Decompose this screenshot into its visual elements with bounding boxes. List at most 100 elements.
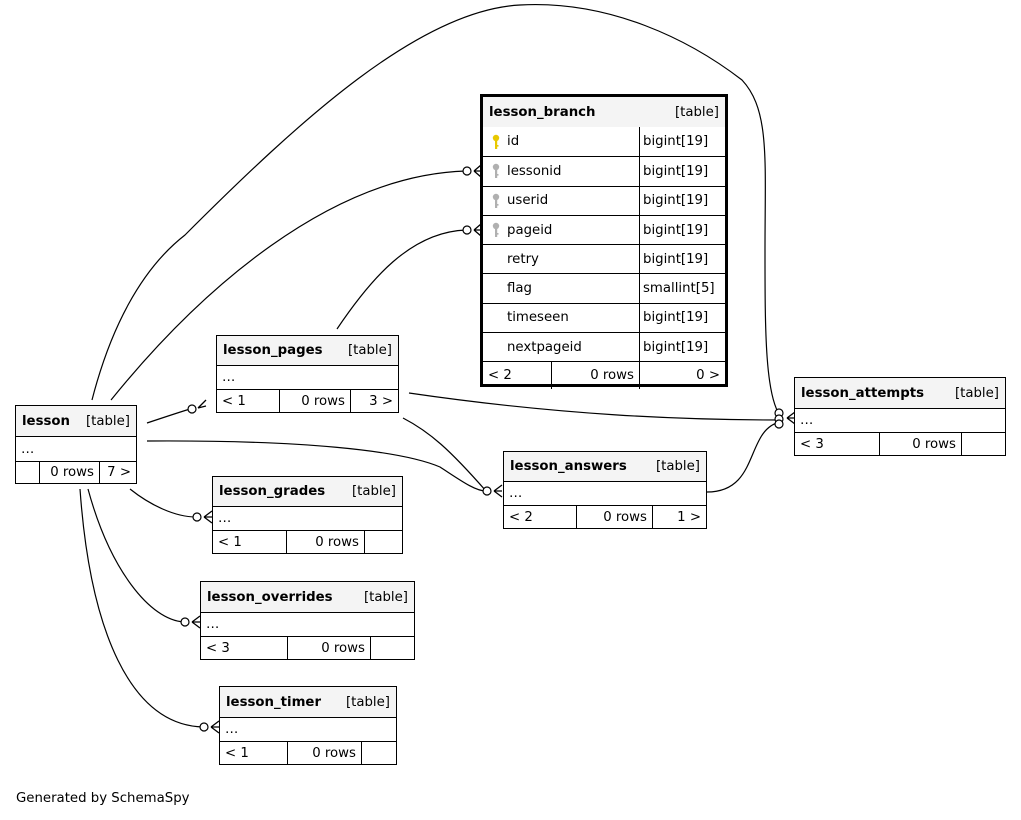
edge-lesson-lesson-grades	[129, 488, 197, 518]
columns-ellipsis: …	[213, 506, 402, 530]
table-name: lesson_pages	[223, 343, 323, 358]
primary-key-icon	[491, 134, 501, 150]
table-footer: < 2 0 rows 1 >	[504, 505, 706, 528]
table-lesson-timer[interactable]: lesson_timer [table] … < 1 0 rows	[219, 686, 397, 765]
edge-lesson-lesson-answers	[146, 440, 487, 492]
column-type: bigint[19]	[639, 215, 725, 245]
column-name: userid	[507, 193, 549, 209]
table-footer: < 1 0 rows	[213, 530, 402, 553]
children-count[interactable]	[364, 531, 402, 553]
table-lesson[interactable]: lesson [table] … 0 rows 7 >	[15, 405, 137, 484]
row-count: 0 rows	[879, 433, 961, 455]
foreign-key-icon	[491, 193, 501, 209]
column-type: bigint[19]	[639, 186, 725, 215]
row-count: 0 rows	[576, 506, 652, 528]
table-type: [table]	[954, 385, 999, 401]
edge-lesson-lesson-branch	[110, 170, 467, 401]
children-count[interactable]	[361, 742, 396, 764]
table-type: [table]	[351, 484, 396, 499]
row-count: 0 rows	[279, 390, 350, 412]
table-header: lesson_branch [table]	[483, 97, 725, 127]
column-name: flag	[507, 281, 532, 297]
edge-lesson-lesson-pages	[146, 408, 191, 424]
parents-count[interactable]: < 3	[800, 436, 824, 452]
row-count: 0 rows	[551, 362, 639, 390]
row-count: 0 rows	[286, 531, 364, 553]
table-name: lesson	[22, 413, 71, 429]
columns-ellipsis: …	[220, 717, 396, 741]
edge-lesson-pages-lesson-branch	[336, 229, 467, 330]
table-lesson-grades[interactable]: lesson_grades [table] … < 1 0 rows	[212, 476, 403, 554]
column-row[interactable]: id bigint[19]	[483, 127, 725, 157]
column-name: pageid	[507, 222, 553, 238]
table-footer: < 3 0 rows	[795, 432, 1005, 455]
column-row[interactable]: lessonid bigint[19]	[483, 156, 725, 186]
edge-lesson-answers-lesson-attempts	[706, 421, 781, 493]
table-name: lesson_grades	[219, 484, 326, 499]
children-count[interactable]: 1 >	[652, 506, 706, 528]
table-header: lesson_pages [table]	[217, 336, 398, 365]
table-footer: < 1 0 rows	[220, 741, 396, 764]
column-name: retry	[507, 251, 539, 267]
footer-credit: Generated by SchemaSpy	[16, 791, 190, 806]
columns-ellipsis: …	[16, 436, 136, 461]
column-type: bigint[19]	[639, 157, 725, 186]
column-name: timeseen	[507, 310, 569, 326]
foreign-key-icon	[491, 163, 501, 179]
column-row[interactable]: userid bigint[19]	[483, 185, 725, 215]
edge-lesson-lesson-timer	[79, 488, 204, 728]
table-header: lesson_grades [table]	[213, 477, 402, 506]
table-type: [table]	[674, 104, 719, 120]
table-header: lesson_answers [table]	[504, 452, 706, 481]
parents-count[interactable]: < 1	[218, 534, 242, 550]
columns-ellipsis: …	[217, 365, 398, 389]
columns-ellipsis: …	[504, 481, 706, 505]
column-name: lessonid	[507, 163, 562, 179]
children-count[interactable]: 7 >	[99, 462, 136, 483]
column-type: bigint[19]	[639, 127, 725, 157]
parents-count[interactable]: < 2	[509, 509, 533, 525]
table-lesson-pages[interactable]: lesson_pages [table] … < 1 0 rows 3 >	[216, 335, 399, 413]
table-lesson-answers[interactable]: lesson_answers [table] … < 2 0 rows 1 >	[503, 451, 707, 529]
parents-count[interactable]: < 1	[225, 745, 249, 761]
table-header: lesson_overrides [table]	[201, 582, 414, 612]
column-type: bigint[19]	[639, 303, 725, 333]
table-lesson-attempts[interactable]: lesson_attempts [table] … < 3 0 rows	[794, 377, 1006, 456]
table-footer: < 3 0 rows	[201, 636, 414, 659]
table-name: lesson_branch	[489, 104, 596, 120]
column-row[interactable]: pageid bigint[19]	[483, 214, 725, 245]
table-footer: < 1 0 rows 3 >	[217, 389, 398, 412]
table-header: lesson_timer [table]	[220, 687, 396, 717]
table-name: lesson_timer	[226, 694, 321, 710]
children-count[interactable]: 0 >	[639, 362, 725, 390]
table-type: [table]	[85, 413, 130, 429]
parents-count[interactable]	[16, 462, 39, 483]
children-count[interactable]: 3 >	[350, 390, 398, 412]
table-footer: < 2 0 rows 0 >	[483, 361, 725, 390]
parents-count[interactable]: < 1	[222, 393, 246, 409]
edge-lesson-pages-lesson-answers	[402, 417, 487, 492]
column-row[interactable]: timeseen bigint[19]	[483, 302, 725, 333]
table-header: lesson [table]	[16, 406, 136, 436]
edge-lesson-pages-lesson-attempts	[408, 392, 783, 421]
table-type: [table]	[655, 459, 700, 474]
children-count[interactable]	[370, 637, 414, 659]
table-footer: 0 rows 7 >	[16, 461, 136, 483]
column-name: id	[507, 134, 520, 150]
children-count[interactable]	[961, 433, 1005, 455]
parents-count[interactable]: < 3	[206, 640, 230, 656]
table-lesson-overrides[interactable]: lesson_overrides [table] … < 3 0 rows	[200, 581, 415, 660]
parents-count[interactable]: < 2	[488, 368, 512, 384]
table-header: lesson_attempts [table]	[795, 378, 1005, 408]
row-count: 0 rows	[287, 742, 361, 764]
edge-lesson-lesson-overrides	[87, 488, 185, 623]
columns-ellipsis: …	[795, 408, 1005, 432]
column-name: nextpageid	[507, 339, 582, 355]
edge-lesson-lesson-attempts	[91, 3, 783, 419]
foreign-key-icon	[491, 222, 501, 238]
